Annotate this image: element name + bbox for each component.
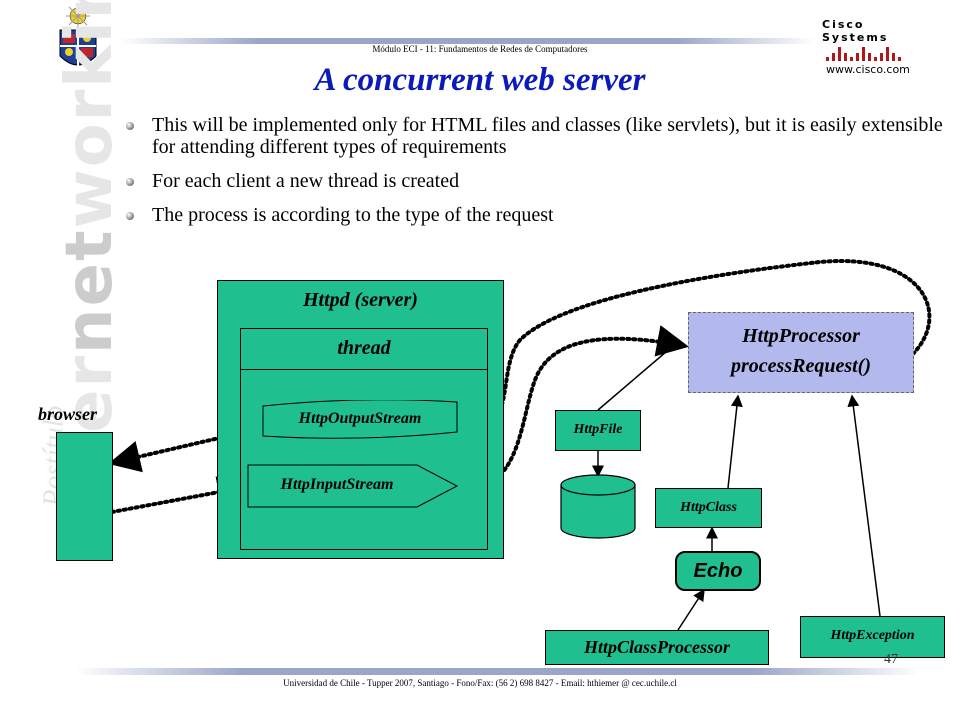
- bullet-text: This will be implemented only for HTML f…: [152, 114, 943, 158]
- cisco-brand-text: Cisco Systems: [822, 18, 889, 44]
- bullet-text: For each client a new thread is created: [152, 170, 460, 192]
- bullet-item: The process is according to the type of …: [122, 204, 952, 226]
- http-class-label: HttpClass: [680, 500, 737, 515]
- http-file-label: HttpFile: [573, 422, 623, 437]
- arrow-class-to-processor: [727, 394, 743, 489]
- output-stream-label: HttpOutputStream: [298, 410, 422, 427]
- http-class-box: [655, 488, 762, 528]
- processor-method: processRequest(): [731, 355, 871, 377]
- bullet-item: This will be implemented only for HTML f…: [122, 114, 952, 158]
- course-header: Módulo ECI - 11: Fundamentos de Redes de…: [372, 44, 588, 54]
- output-stream-shape: [262, 400, 458, 439]
- page-number: 47: [884, 652, 898, 667]
- server-label: Httpd (server): [303, 289, 418, 311]
- bullet-list: This will be implemented only for HTML f…: [122, 114, 952, 238]
- thread-label: thread: [337, 337, 391, 359]
- line-file-to-processor: [597, 339, 681, 411]
- arrow-processor-loop: [456, 259, 932, 450]
- input-stream-label: HttpInputStream: [280, 476, 394, 493]
- processor-name: HttpProcessor: [742, 325, 860, 347]
- database-cylinder-icon: [560, 474, 636, 539]
- thread-header: [240, 328, 488, 370]
- cisco-url: www.cisco.com: [826, 63, 910, 76]
- http-class-processor-label: HttpClassProcessor: [583, 637, 730, 657]
- bullet-icon: [126, 122, 134, 130]
- http-processor-box: [688, 312, 914, 393]
- arrow-exception-to-processor: [847, 394, 881, 617]
- university-crest-logo: [56, 4, 100, 74]
- http-exception-label: HttpException: [830, 628, 915, 643]
- cisco-bars-icon: [826, 47, 916, 61]
- echo-box: [675, 551, 761, 591]
- cisco-logo: Cisco Systems www.cisco.com: [822, 18, 916, 76]
- footer-text: Universidad de Chile - Tupper 2007, Sant…: [283, 678, 677, 688]
- header-rule: [120, 38, 815, 44]
- bullet-icon: [126, 212, 134, 220]
- slide-title: A concurrent web server: [314, 62, 646, 98]
- bullet-text: The process is according to the type of …: [152, 204, 554, 226]
- http-exception-box: [800, 616, 945, 658]
- input-stream-shape: [247, 464, 459, 508]
- http-file-box: [555, 410, 641, 451]
- bullet-icon: [126, 178, 134, 186]
- footer-rule: [75, 668, 920, 675]
- http-class-processor-box: [545, 630, 769, 665]
- bullet-item: For each client a new thread is created: [122, 170, 952, 192]
- echo-label: Echo: [693, 560, 743, 582]
- browser-label: browser: [38, 404, 98, 424]
- arrow-classprocessor-to-echo: [677, 588, 705, 631]
- browser-box: [56, 432, 113, 561]
